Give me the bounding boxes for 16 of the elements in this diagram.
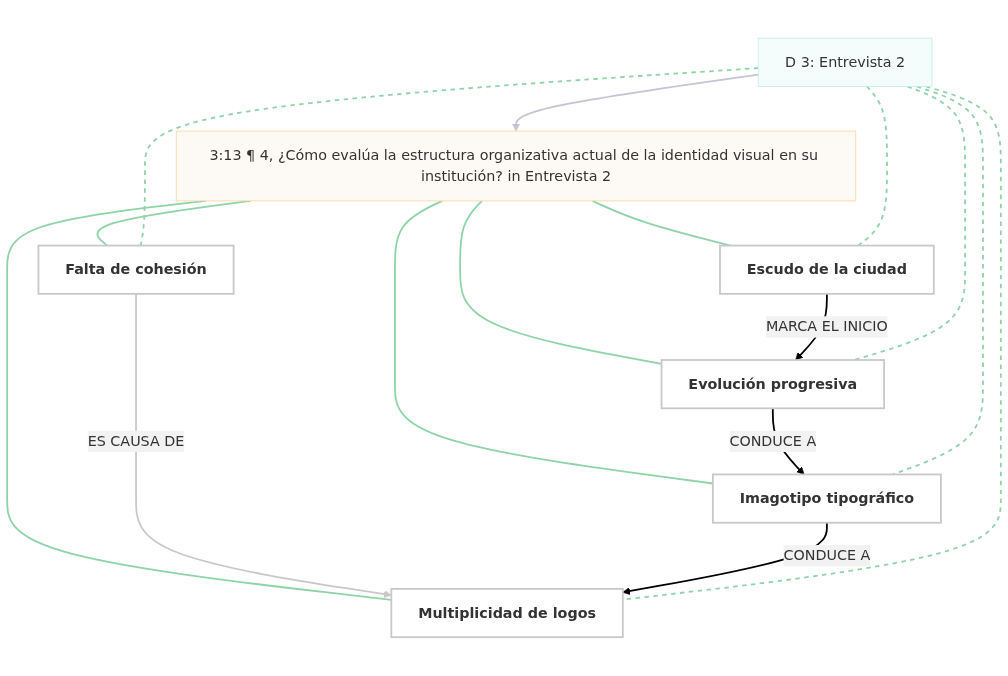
node-box: D 3: Entrevista 2 <box>757 38 933 88</box>
node-box: Multiplicidad de logos <box>390 588 624 639</box>
node-box: Evolución progresiva <box>660 359 885 410</box>
arrow <box>512 74 760 132</box>
edge-label: CONDUCE A <box>783 547 871 565</box>
connector <box>857 85 888 247</box>
arrow <box>135 293 392 599</box>
edge-label: MARCA EL INICIO <box>765 318 888 336</box>
connector <box>853 85 966 362</box>
node-box: 3:13 ¶ 4, ¿Cómo evalúa la estructura organizativa actual de la identidad visual en su institución? in Entrevista 2 <box>175 131 857 202</box>
edge-label: ES CAUSA DE <box>87 432 185 450</box>
node-box: Imagotipo tipográfico <box>711 473 942 524</box>
node-box: Escudo de la ciudad <box>719 245 935 296</box>
connector <box>139 67 760 247</box>
node-box: Falta de cohesión <box>37 245 235 296</box>
edge-label: CONDUCE A <box>729 432 817 450</box>
